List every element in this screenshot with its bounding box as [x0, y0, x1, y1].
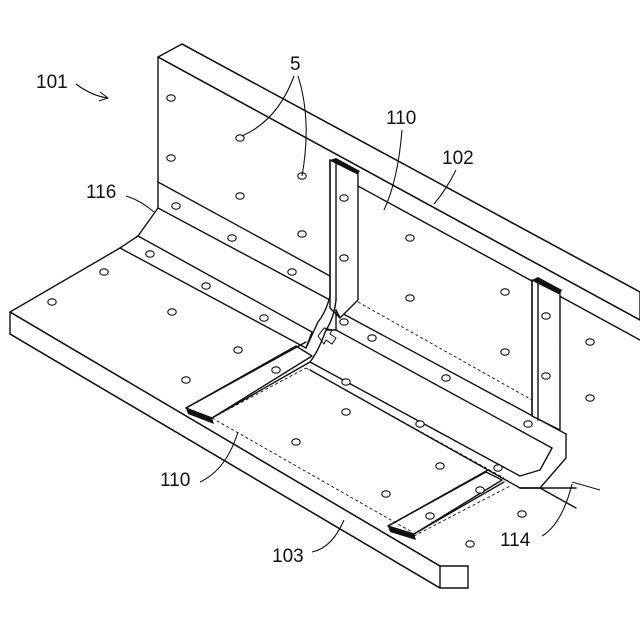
fastener-hole — [167, 155, 175, 161]
label-102: 102 — [442, 148, 474, 169]
fastener-hole — [368, 335, 376, 341]
label-114: 114 — [500, 530, 531, 551]
wall-102 — [158, 44, 640, 340]
fastener-hole — [342, 409, 350, 415]
leader-116 — [126, 196, 154, 212]
fastener-hole — [234, 347, 242, 353]
floor-103 — [10, 248, 468, 588]
fastener-hole — [182, 377, 190, 383]
wall-joint-strip-left — [318, 158, 360, 330]
fastener-hole — [292, 439, 300, 445]
fastener-hole — [542, 313, 550, 319]
fastener-hole — [228, 235, 236, 241]
fastener-hole — [340, 195, 348, 201]
fastener-hole — [340, 319, 348, 325]
floor-joint-strip-right — [388, 470, 510, 540]
label-101: 101 — [36, 72, 68, 93]
fastener-hole — [542, 373, 550, 379]
label-116: 116 — [86, 182, 116, 203]
fastener-hole — [167, 95, 175, 101]
fastener-hole — [524, 421, 532, 427]
leader-101 — [76, 84, 108, 98]
floor-joint-strip-left — [186, 342, 312, 424]
label-5: 5 — [290, 54, 301, 75]
fastener-hole — [406, 235, 414, 241]
fastener-hole — [501, 289, 509, 295]
fastener-hole — [340, 255, 348, 261]
fastener-hole — [382, 491, 390, 497]
fastener-hole — [202, 283, 210, 289]
fastener-hole — [518, 511, 526, 517]
fastener-hole — [426, 513, 434, 519]
fastener-hole — [416, 421, 424, 427]
fastener-hole — [288, 269, 296, 275]
fastener-hole — [172, 203, 180, 209]
corner-fold — [306, 310, 340, 362]
fastener-hole — [272, 367, 280, 373]
fastener-hole — [494, 465, 502, 471]
fastener-hole — [406, 295, 414, 301]
fastener-hole — [298, 231, 306, 237]
wall-joint-strip-right — [532, 277, 562, 430]
fastener-hole — [236, 193, 244, 199]
fastener-holes — [48, 95, 594, 547]
fastener-hole — [466, 541, 474, 547]
fastener-hole — [476, 487, 484, 493]
fastener-hole — [586, 339, 594, 345]
label-103: 103 — [272, 546, 304, 567]
fastener-hole — [436, 463, 444, 469]
fastener-hole — [501, 349, 509, 355]
fastener-hole — [146, 251, 154, 257]
fastener-hole — [586, 395, 594, 401]
fastener-hole — [442, 375, 450, 381]
fastener-hole — [48, 299, 56, 305]
label-110-lower: 110 — [160, 470, 190, 491]
fastener-hole — [260, 315, 268, 321]
label-110-upper: 110 — [386, 108, 416, 129]
fastener-hole — [100, 269, 108, 275]
fastener-hole — [168, 309, 176, 315]
fastener-hole — [342, 379, 350, 385]
